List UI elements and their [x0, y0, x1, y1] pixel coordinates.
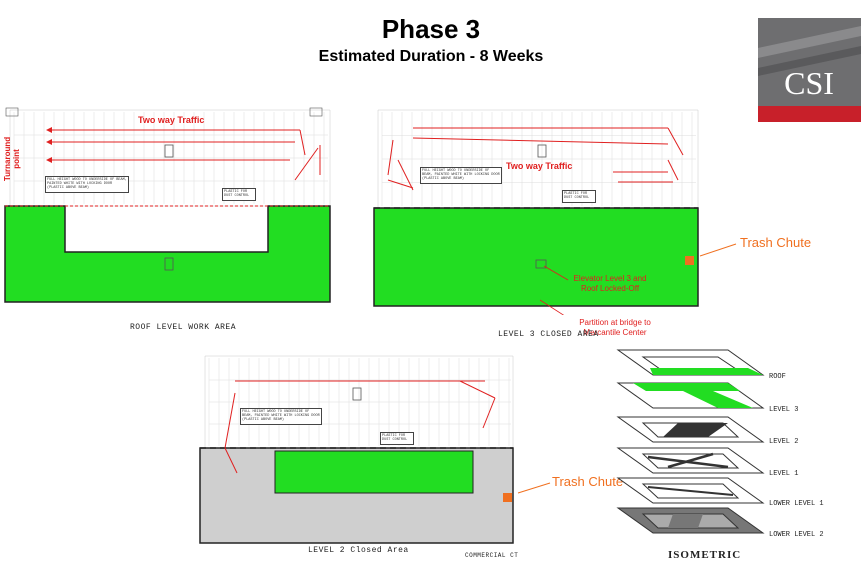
iso-label-roof: ROOF	[769, 373, 786, 381]
level3-trash-chute-label: Trash Chute	[740, 235, 812, 250]
iso-label-level1: LEVEL 1	[769, 470, 799, 478]
level3-plastic-note: PLASTIC FOR DUST CONTROL	[562, 190, 596, 203]
page-title: Phase 3	[381, 14, 481, 44]
level2-wall-note: FULL HEIGHT WOOD TO UNDERSIDE OF BEAM, P…	[240, 408, 322, 425]
level2-caption: LEVEL 2 Closed Area	[308, 546, 409, 555]
page-subtitle: Estimated Duration - 8 Weeks	[318, 48, 544, 65]
roof-traffic-label: Two way Traffic	[138, 115, 205, 125]
level2-trash-chute-pointer	[516, 480, 552, 501]
iso-label-lower-level2: LOWER LEVEL 2	[769, 531, 824, 539]
iso-label-level2: LEVEL 2	[769, 438, 799, 446]
level2-trash-chute-label: Trash Chute	[552, 474, 624, 489]
iso-label-level3: LEVEL 3	[769, 406, 799, 414]
level3-partition-note: Partition at bridge to Mercantile Center	[579, 318, 651, 337]
roof-plan	[0, 100, 340, 315]
level3-traffic-label: Two way Traffic	[506, 161, 573, 171]
level2-caption-commercial: COMMERCIAL CT	[465, 552, 519, 559]
iso-label-lower-level1: LOWER LEVEL 1	[769, 500, 824, 508]
isometric-caption: ISOMETRIC	[668, 549, 742, 561]
level2-plan	[195, 348, 525, 548]
level3-wall-note: FULL HEIGHT WOOD TO UNDERSIDE OF BEAM, P…	[420, 167, 502, 184]
level2-plastic-note: PLASTIC FOR DUST CONTROL	[380, 432, 414, 445]
level3-elevator-note: Elevator Level 3 and Roof Locked-Off	[573, 274, 647, 293]
logo-text: CSI	[784, 65, 834, 101]
roof-turnaround-label: Turnaround point	[3, 136, 21, 182]
level3-trash-chute-pointer	[696, 240, 740, 265]
level3-plan	[368, 100, 708, 319]
roof-plastic-note: PLASTIC FOR DUST CONTROL	[222, 188, 256, 201]
csi-logo: CSI	[758, 18, 861, 122]
roof-wall-note: FULL HEIGHT WOOD TO UNDERSIDE OF BEAM, P…	[45, 176, 129, 193]
level3-caption: LEVEL 3 CLOSED AREA	[498, 330, 599, 339]
isometric-stack	[588, 345, 768, 545]
roof-caption: ROOF LEVEL WORK AREA	[130, 323, 237, 332]
